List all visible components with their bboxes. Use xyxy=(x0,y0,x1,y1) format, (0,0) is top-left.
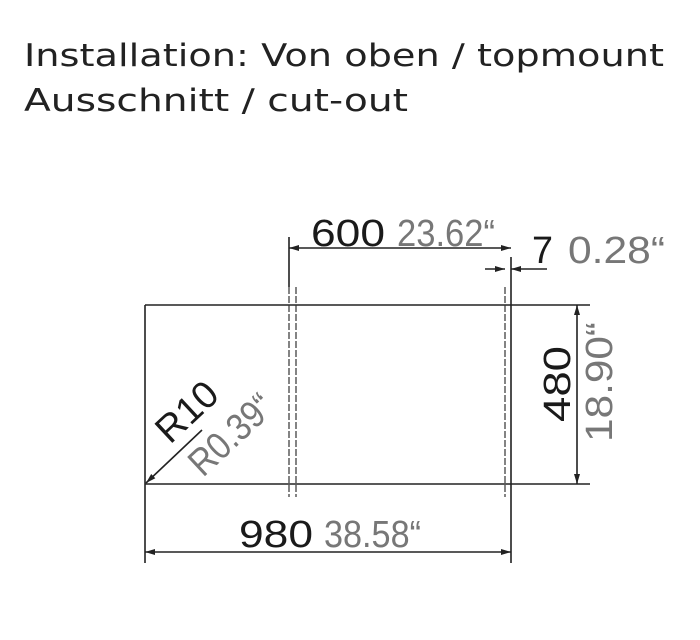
dim-600-inch: 23.62“ xyxy=(397,213,495,255)
title-cutout: Ausschnitt / cut-out xyxy=(24,83,408,119)
hidden-lines xyxy=(288,287,506,497)
dim-480-inch: 18.90“ xyxy=(579,322,621,442)
dim-600-mm: 600 xyxy=(311,213,385,255)
dim-480-mm: 480 xyxy=(537,346,579,422)
cutout-outline xyxy=(144,237,590,563)
dim-7-mm: 7 xyxy=(532,230,553,272)
dim-7-inch: 0.28“ xyxy=(568,230,665,272)
dim-980-mm: 980 xyxy=(239,514,313,556)
radius-leader xyxy=(145,429,203,484)
dim-980-inch: 38.58“ xyxy=(324,514,421,556)
title-installation: Installation: Von oben / topmount xyxy=(24,38,664,74)
